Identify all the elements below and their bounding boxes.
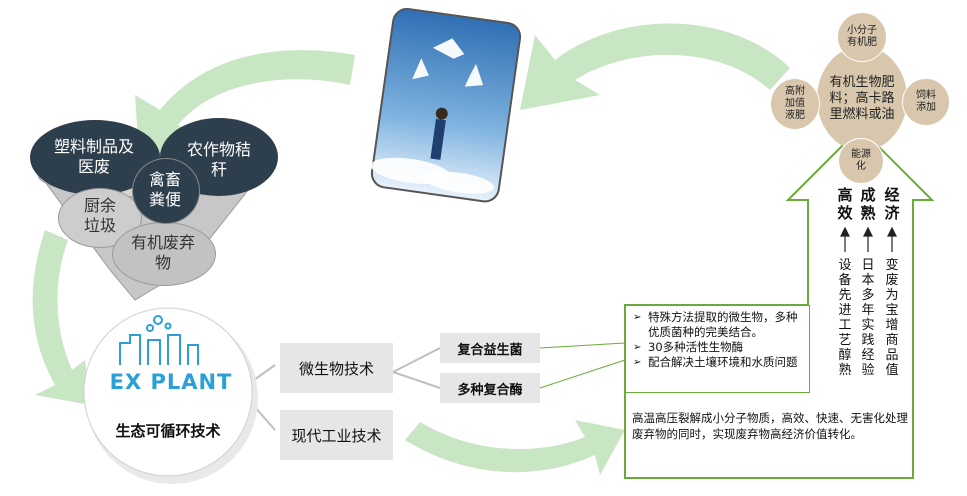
microbial-point: 配合解决土壤环境和水质问题 <box>633 355 803 370</box>
ellipse-organic-waste <box>112 222 216 286</box>
industrial-description: 高温高压裂解成小分子物质，高效、快速、无害化处理废弃物的同时，实现废弃物高经济价… <box>632 411 908 441</box>
connector-line-probiotics <box>539 342 626 349</box>
product-left: 高附加值液肥 <box>770 78 820 130</box>
logo-circle <box>83 307 253 477</box>
arrow-head-efficient: 高效 <box>837 186 853 222</box>
label-plastic-medical: 塑料制品及医废 <box>53 137 134 176</box>
tech-industrial: 现代工业技术 <box>280 410 393 460</box>
label-organic-waste: 有机废弃物 <box>130 233 195 272</box>
product-top-label: 小分子有机肥 <box>847 25 877 48</box>
curved-arrow-top-right <box>520 23 790 110</box>
product-right-label: 饲料添加 <box>916 90 936 113</box>
label-kitchen-waste: 厨余垃圾 <box>83 196 116 235</box>
arrow-body-economic: 变废为宝增商品值 <box>885 258 899 378</box>
microbial-point: 30多种活性生物酶 <box>633 340 803 355</box>
connector-line-enzymes <box>539 359 626 389</box>
arrow-head-mature: 成熟 <box>860 186 876 222</box>
column-arrows <box>840 226 897 252</box>
ellipse-livestock-manure <box>132 158 200 224</box>
microbial-points: 特殊方法提取的微生物，多种优质菌种的完美结合。 30多种活性生物酶 配合解决土壤… <box>626 306 809 374</box>
logo-brand: EX PLANT <box>109 370 233 394</box>
recycle-image <box>370 7 522 203</box>
logo-caption: 生态可循环技术 <box>115 422 221 440</box>
curved-arrow-bottom <box>405 420 625 475</box>
product-bottom-label: 能源化 <box>851 149 871 172</box>
arrow-body-mature: 日本多年实践经验 <box>861 258 875 378</box>
product-top: 小分子有机肥 <box>837 12 887 62</box>
microbial-info-box: 特殊方法提取的微生物，多种优质菌种的完美结合。 30多种活性生物酶 配合解决土壤… <box>625 305 810 393</box>
product-right: 饲料添加 <box>902 78 950 126</box>
label-crop-straw: 农作物秸秆 <box>186 140 251 179</box>
connector-sub <box>392 347 441 389</box>
sub-probiotics: 复合益生菌 <box>440 333 540 363</box>
tech-microbial: 微生物技术 <box>280 343 393 393</box>
label-livestock-manure: 禽畜粪便 <box>148 170 181 209</box>
city-icon <box>119 315 199 365</box>
curved-arrow-left <box>32 230 90 405</box>
arrow-head-economic: 经济 <box>884 186 900 222</box>
sub-enzymes: 多种复合酶 <box>440 373 540 403</box>
product-center-label: 有机生物肥料；高卡路里燃料或油 <box>829 74 895 122</box>
arrow-body-efficient: 设备先进工艺醇熟 <box>838 258 852 378</box>
product-center: 有机生物肥料；高卡路里燃料或油 <box>817 46 907 151</box>
product-left-label: 高附加值液肥 <box>785 86 805 121</box>
microbial-point: 特殊方法提取的微生物，多种优质菌种的完美结合。 <box>633 310 803 340</box>
product-bottom: 能源化 <box>838 138 884 184</box>
